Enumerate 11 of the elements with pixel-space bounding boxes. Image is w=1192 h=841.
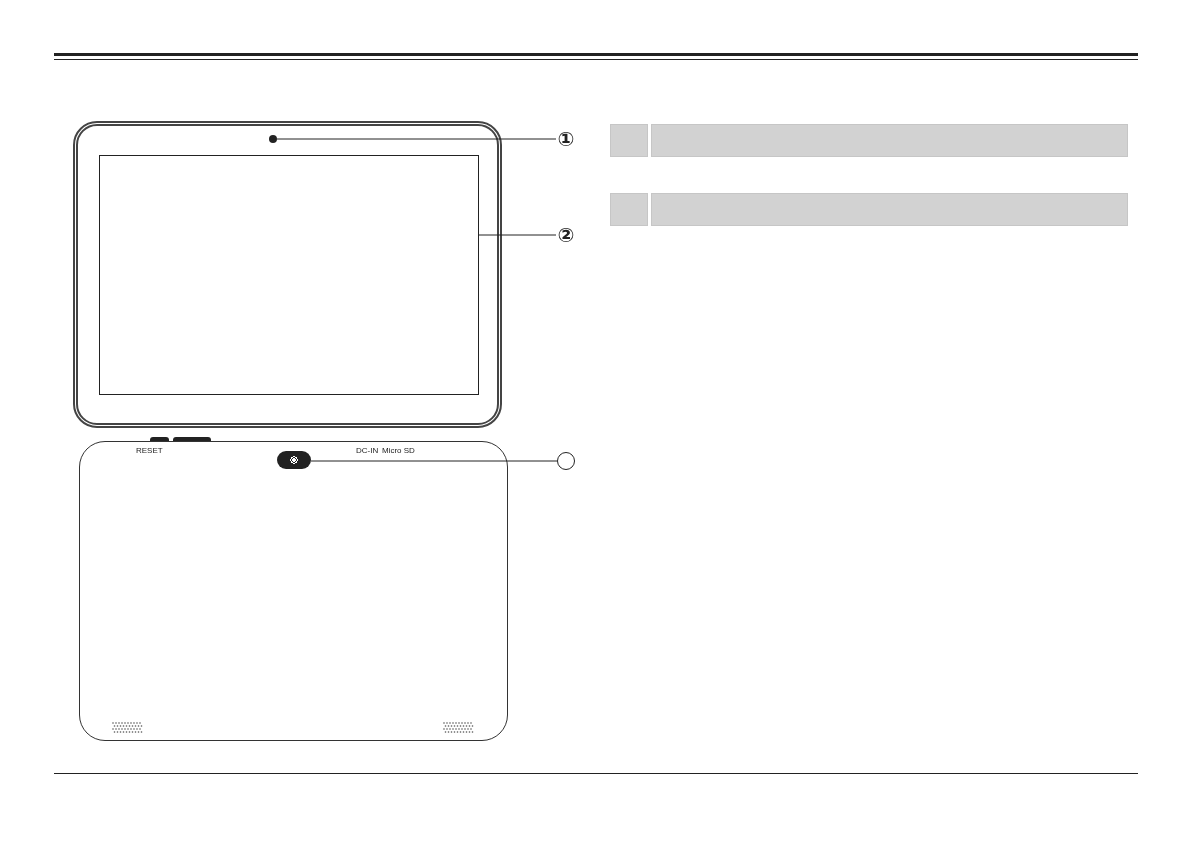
button-label: RESET (136, 446, 163, 456)
callout-number: ① (556, 128, 576, 150)
leader-line (478, 234, 557, 236)
leader-line (276, 138, 557, 140)
leader-line (310, 460, 558, 462)
port-label: Micro SD (382, 446, 415, 456)
camera-dot (269, 135, 277, 143)
callout-number: ② (556, 224, 576, 246)
screen-area (99, 155, 479, 395)
port-label: DC-IN (356, 446, 379, 456)
camera-module (277, 451, 311, 469)
